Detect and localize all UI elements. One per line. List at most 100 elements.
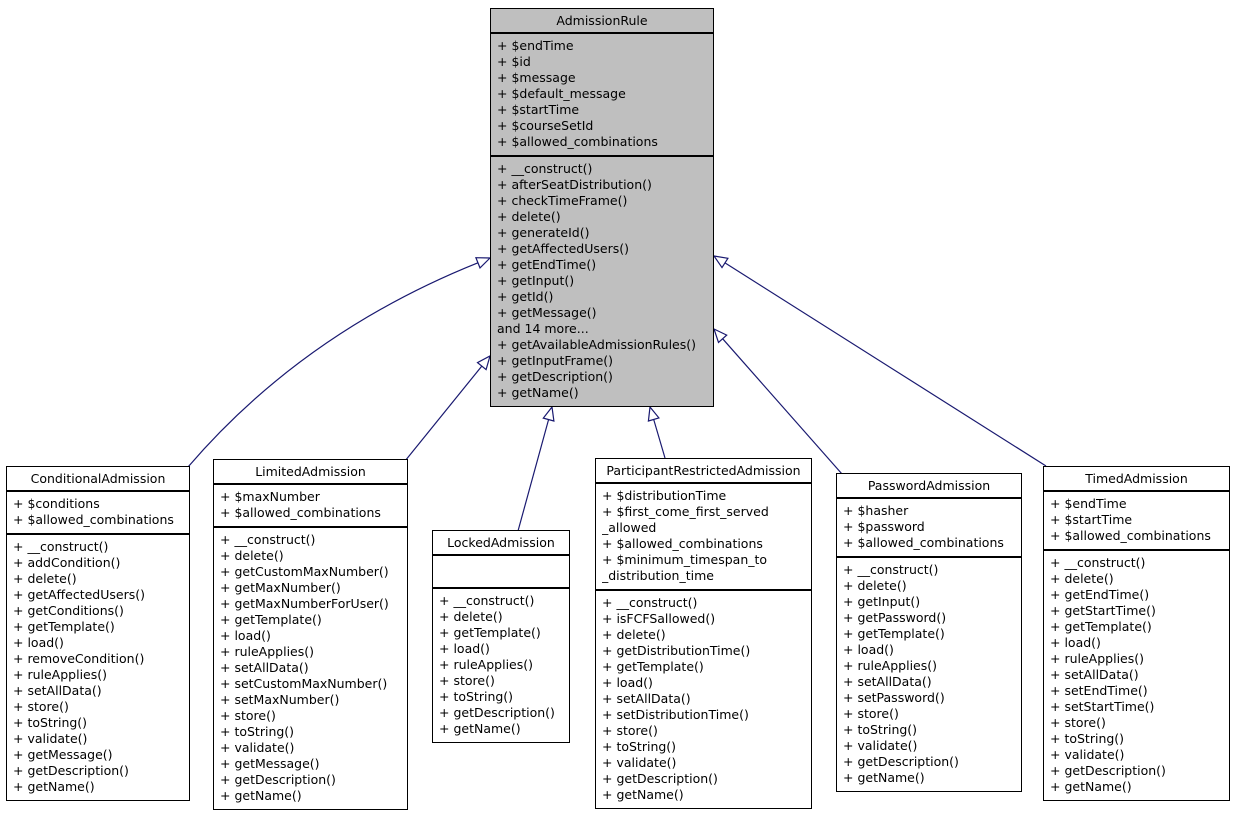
class-methods-section: + __construct()+ afterSeatDistribution()… xyxy=(491,155,713,406)
method-row: + load() xyxy=(220,628,271,643)
method-row: + getDescription() xyxy=(1050,763,1166,778)
attribute-row: + $default_message xyxy=(497,86,626,101)
class-box-passwordadmission[interactable]: PasswordAdmission + $hasher+ $password+ … xyxy=(836,473,1022,792)
class-box-limitedadmission[interactable]: LimitedAdmission + $maxNumber+ $allowed_… xyxy=(213,459,408,810)
generalization-arrowhead-icon xyxy=(542,405,555,422)
attribute-row: + $conditions xyxy=(13,496,100,511)
method-row: + store() xyxy=(1050,715,1106,730)
method-row: + toString() xyxy=(602,739,677,754)
class-title: ConditionalAdmission xyxy=(30,471,166,486)
method-row: + delete() xyxy=(843,578,907,593)
method-row: + setCustomMaxNumber() xyxy=(220,676,388,691)
attribute-row: _distribution_time xyxy=(602,568,714,583)
class-attributes-section: + $hasher+ $password+ $allowed_combinati… xyxy=(837,497,1021,556)
method-row: + delete() xyxy=(220,548,284,563)
generalization-arrowhead-icon xyxy=(712,327,728,344)
class-methods-section: + __construct()+ isFCFSallowed()+ delete… xyxy=(596,589,811,808)
method-row: + toString() xyxy=(13,715,88,730)
method-row: + getTemplate() xyxy=(602,659,704,674)
method-row: + __construct() xyxy=(13,539,109,554)
method-row: + getTemplate() xyxy=(13,619,115,634)
method-row: + ruleApplies() xyxy=(1050,651,1144,666)
method-row: + __construct() xyxy=(602,595,698,610)
method-row: + getId() xyxy=(497,289,554,304)
method-row: + toString() xyxy=(220,724,295,739)
method-row: + setPassword() xyxy=(843,690,945,705)
method-row: + setAllData() xyxy=(843,674,932,689)
method-row: + getInputFrame() xyxy=(497,353,614,368)
attribute-row: + $maxNumber xyxy=(220,489,320,504)
method-row: + getAffectedUsers() xyxy=(13,587,145,602)
method-row: + store() xyxy=(843,706,899,721)
class-box-admissionrule[interactable]: AdmissionRule + $endTime+ $id+ $message+… xyxy=(490,8,714,407)
method-row: + getTemplate() xyxy=(843,626,945,641)
method-row: + getDescription() xyxy=(439,705,555,720)
attribute-row: + $allowed_combinations xyxy=(602,536,763,551)
method-row: + getDescription() xyxy=(13,763,129,778)
method-row: + addCondition() xyxy=(13,555,121,570)
method-row: + getName() xyxy=(13,779,95,794)
attribute-row: + $startTime xyxy=(1050,512,1133,527)
method-row: + getName() xyxy=(1050,779,1132,794)
method-row: + getMessage() xyxy=(13,747,113,762)
method-row: + getInput() xyxy=(497,273,575,288)
method-row: + delete() xyxy=(602,627,666,642)
class-attributes-section: + $endTime+ $id+ $message+ $default_mess… xyxy=(491,32,713,155)
method-row: + ruleApplies() xyxy=(220,644,314,659)
inheritance-edge-passwordadmission xyxy=(722,338,843,475)
attribute-row: + $minimum_timespan_to xyxy=(602,552,768,567)
method-row: + isFCFSallowed() xyxy=(602,611,716,626)
attribute-row: + $startTime xyxy=(497,102,580,117)
method-row: + getDescription() xyxy=(602,771,718,786)
method-row: + generateId() xyxy=(497,225,590,240)
method-row: + validate() xyxy=(13,731,88,746)
method-row: + setDistributionTime() xyxy=(602,707,749,722)
class-methods-section: + __construct()+ addCondition()+ delete(… xyxy=(7,533,189,800)
generalization-arrowhead-icon xyxy=(712,255,729,269)
method-row: + load() xyxy=(13,635,64,650)
method-row: + toString() xyxy=(843,722,918,737)
method-row: + load() xyxy=(1050,635,1101,650)
method-row: + setAllData() xyxy=(602,691,691,706)
class-methods-section: + __construct()+ delete()+ getTemplate()… xyxy=(433,587,569,742)
inheritance-edge-limitedadmission xyxy=(404,365,483,462)
method-row: and 14 more... xyxy=(497,321,589,336)
class-title: LockedAdmission xyxy=(447,535,555,550)
attribute-row: + $courseSetId xyxy=(497,118,594,133)
method-row: + __construct() xyxy=(439,593,535,608)
class-box-participantrestrictedadmission[interactable]: ParticipantRestrictedAdmission + $distri… xyxy=(595,458,812,809)
attribute-row: + $message xyxy=(497,70,576,85)
class-title: ParticipantRestrictedAdmission xyxy=(606,463,801,478)
method-row: + getCustomMaxNumber() xyxy=(220,564,389,579)
method-row: + afterSeatDistribution() xyxy=(497,177,652,192)
method-row: + setAllData() xyxy=(1050,667,1139,682)
method-row: + setAllData() xyxy=(13,683,102,698)
method-row: + delete() xyxy=(13,571,77,586)
method-row: + store() xyxy=(13,699,69,714)
method-row: + getMessage() xyxy=(497,305,597,320)
method-row: + getName() xyxy=(497,385,579,400)
method-row: + load() xyxy=(843,642,894,657)
method-row: + __construct() xyxy=(843,562,939,577)
generalization-arrowhead-icon xyxy=(475,257,492,269)
method-row: + setMaxNumber() xyxy=(220,692,340,707)
method-row: + __construct() xyxy=(220,532,316,547)
method-row: + store() xyxy=(439,673,495,688)
method-row: + validate() xyxy=(1050,747,1125,762)
method-row: + load() xyxy=(439,641,490,656)
inheritance-edge-conditionaladmission xyxy=(187,262,479,468)
class-box-timedadmission[interactable]: TimedAdmission + $endTime+ $startTime+ $… xyxy=(1043,466,1230,801)
method-row: + getStartTime() xyxy=(1050,603,1156,618)
class-box-conditionaladmission[interactable]: ConditionalAdmission + $conditions+ $all… xyxy=(6,466,190,801)
method-row: + setStartTime() xyxy=(1050,699,1155,714)
attribute-row: + $hasher xyxy=(843,503,909,518)
method-row: + setEndTime() xyxy=(1050,683,1148,698)
class-title: LimitedAdmission xyxy=(255,464,366,479)
attribute-row: + $first_come_first_served xyxy=(602,504,769,519)
class-box-lockedadmission[interactable]: LockedAdmission + __construct()+ delete(… xyxy=(432,530,570,743)
class-attributes-section: + $maxNumber+ $allowed_combinations xyxy=(214,483,407,526)
attribute-row: + $allowed_combinations xyxy=(220,505,381,520)
method-row: + removeCondition() xyxy=(13,651,145,666)
method-row: + validate() xyxy=(602,755,677,770)
